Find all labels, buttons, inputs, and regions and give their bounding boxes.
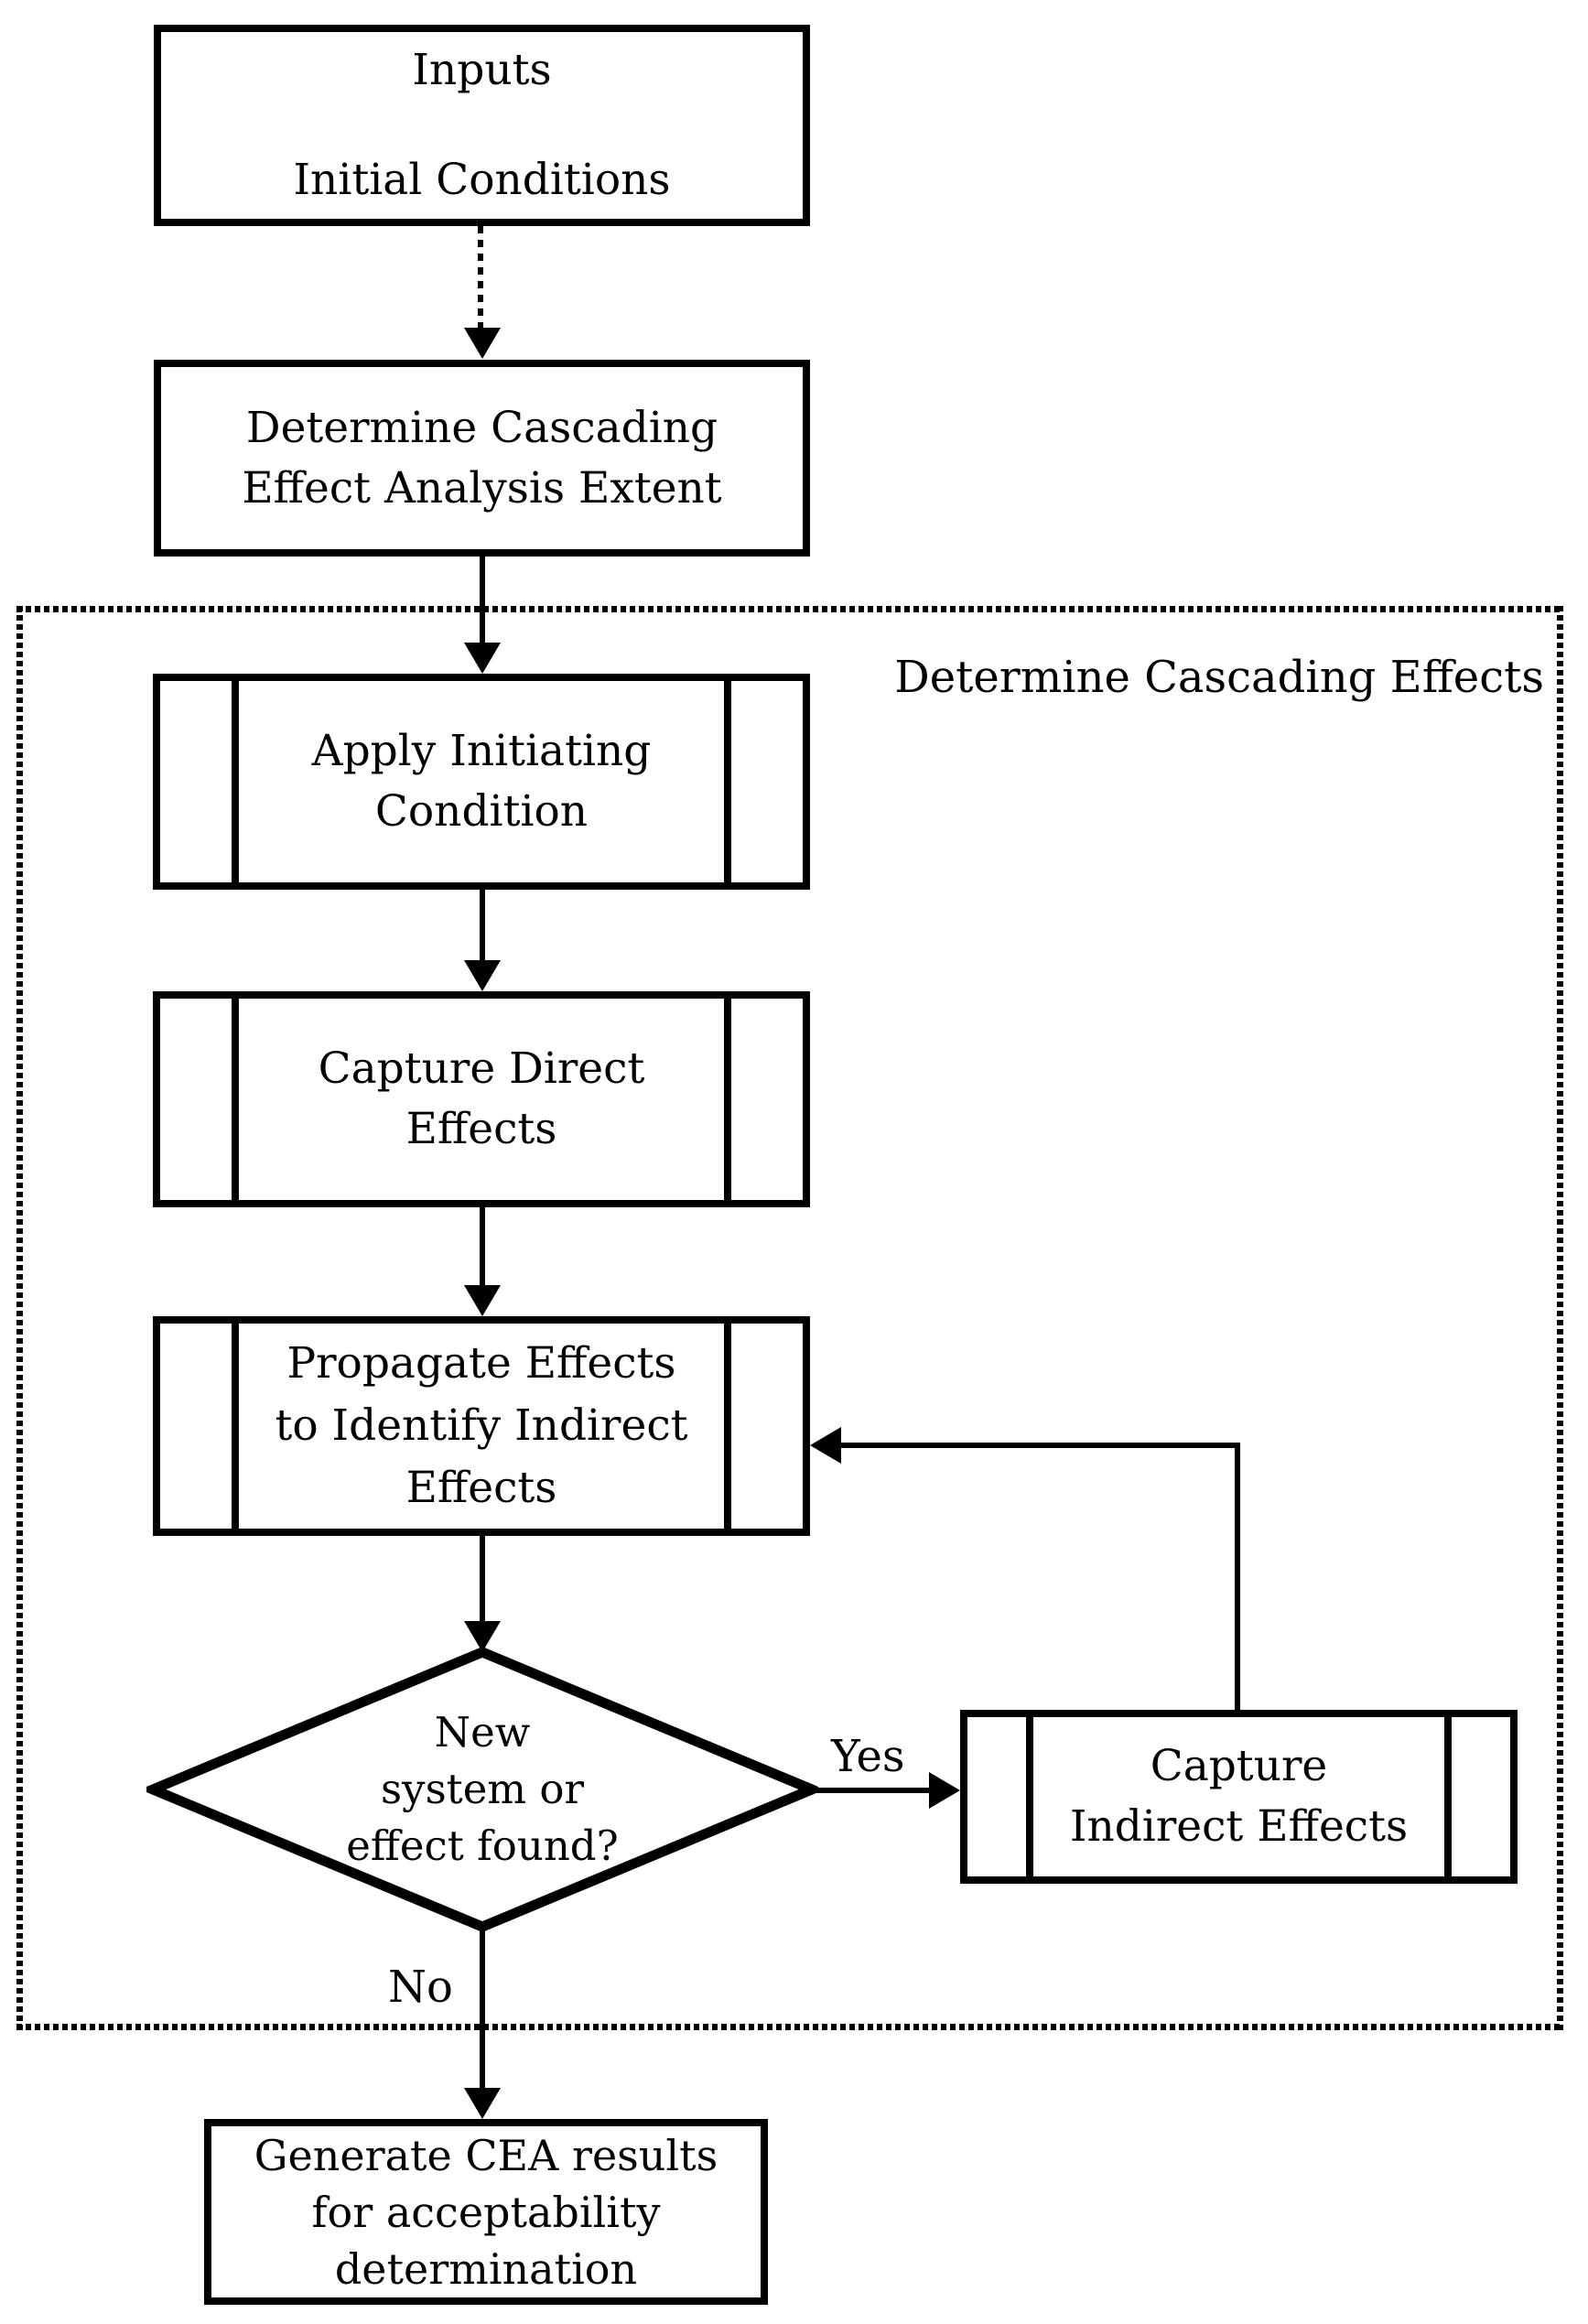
node-capture-indirect: Capture Indirect Effects [960,1710,1518,1884]
node-generate-line3: determination [334,2243,638,2294]
arrow-no-head [464,2088,501,2119]
container-border-bottom [16,2024,1563,2030]
subprocess-bar-right [724,1324,731,1529]
arrow-apply-head [464,960,501,991]
container-label: Determine Cascading Effects [894,652,1544,703]
node-propagate-line1: Propagate Effects [286,1338,676,1389]
node-generate-line1: Generate CEA results [254,2130,718,2180]
arrow-inputs-shaft [478,226,483,329]
subprocess-bar-left [232,681,239,882]
loop-head [810,1427,841,1464]
edge-label-no: No [388,1962,453,2013]
edge-label-yes: Yes [831,1731,905,1782]
node-propagate-line3: Effects [405,1463,557,1513]
node-capture-direct-line2: Effects [405,1104,557,1154]
arrow-no-shaft [480,1927,485,2090]
node-apply-initiating-line1: Apply Initiating [311,726,652,776]
arrow-yes-head [929,1772,960,1809]
node-inputs-line2: Initial Conditions [293,155,671,205]
node-propagate-line2: to Identify Indirect [275,1400,688,1451]
loop-horizontal-shaft [839,1443,1240,1448]
subprocess-bar-left [232,999,239,1200]
container-border-right [1557,606,1563,2030]
node-determine-extent-line2: Effect Analysis Extent [242,462,722,513]
arrow-apply-shaft [480,890,485,962]
node-capture-indirect-line1: Capture [1150,1741,1328,1791]
subprocess-bar-left [232,1324,239,1529]
decision-diamond: New system or effect found? [146,1646,818,1933]
node-inputs-line1: Inputs [412,45,552,95]
node-apply-initiating: Apply Initiating Condition [153,674,810,890]
arrow-propagate-shaft [480,1536,485,1623]
arrow-inputs-head [464,328,501,359]
node-generate-line2: for acceptability [311,2187,661,2237]
arrow-extent-shaft [480,557,485,644]
decision-text: New system or effect found? [146,1704,818,1875]
decision-line1: New [434,1708,531,1757]
container-border-left [16,606,23,2030]
node-capture-direct: Capture Direct Effects [153,991,810,1207]
subprocess-bar-left [1026,1717,1033,1876]
node-propagate-effects: Propagate Effects to Identify Indirect E… [153,1316,810,1536]
node-generate-results: Generate CEA results for acceptability d… [204,2119,768,2305]
node-determine-extent: Determine Cascading Effect Analysis Exte… [154,360,810,557]
arrow-extent-head [464,643,501,674]
arrow-direct-shaft [480,1207,485,1289]
arrow-yes-shaft [813,1788,933,1793]
node-capture-direct-line1: Capture Direct [318,1043,645,1094]
arrow-direct-head [464,1285,501,1316]
node-inputs: Inputs Initial Conditions [154,25,810,226]
node-capture-indirect-line2: Indirect Effects [1069,1801,1409,1852]
loop-vertical-shaft [1235,1445,1240,1710]
subprocess-bar-right [1444,1717,1452,1876]
subprocess-bar-right [724,999,731,1200]
subprocess-bar-right [724,681,731,882]
decision-line3: effect found? [346,1821,619,1870]
decision-line2: system or [381,1765,584,1813]
node-apply-initiating-line2: Condition [374,786,589,837]
node-determine-extent-line1: Determine Cascading [245,402,718,453]
container-border-top [16,606,1563,612]
